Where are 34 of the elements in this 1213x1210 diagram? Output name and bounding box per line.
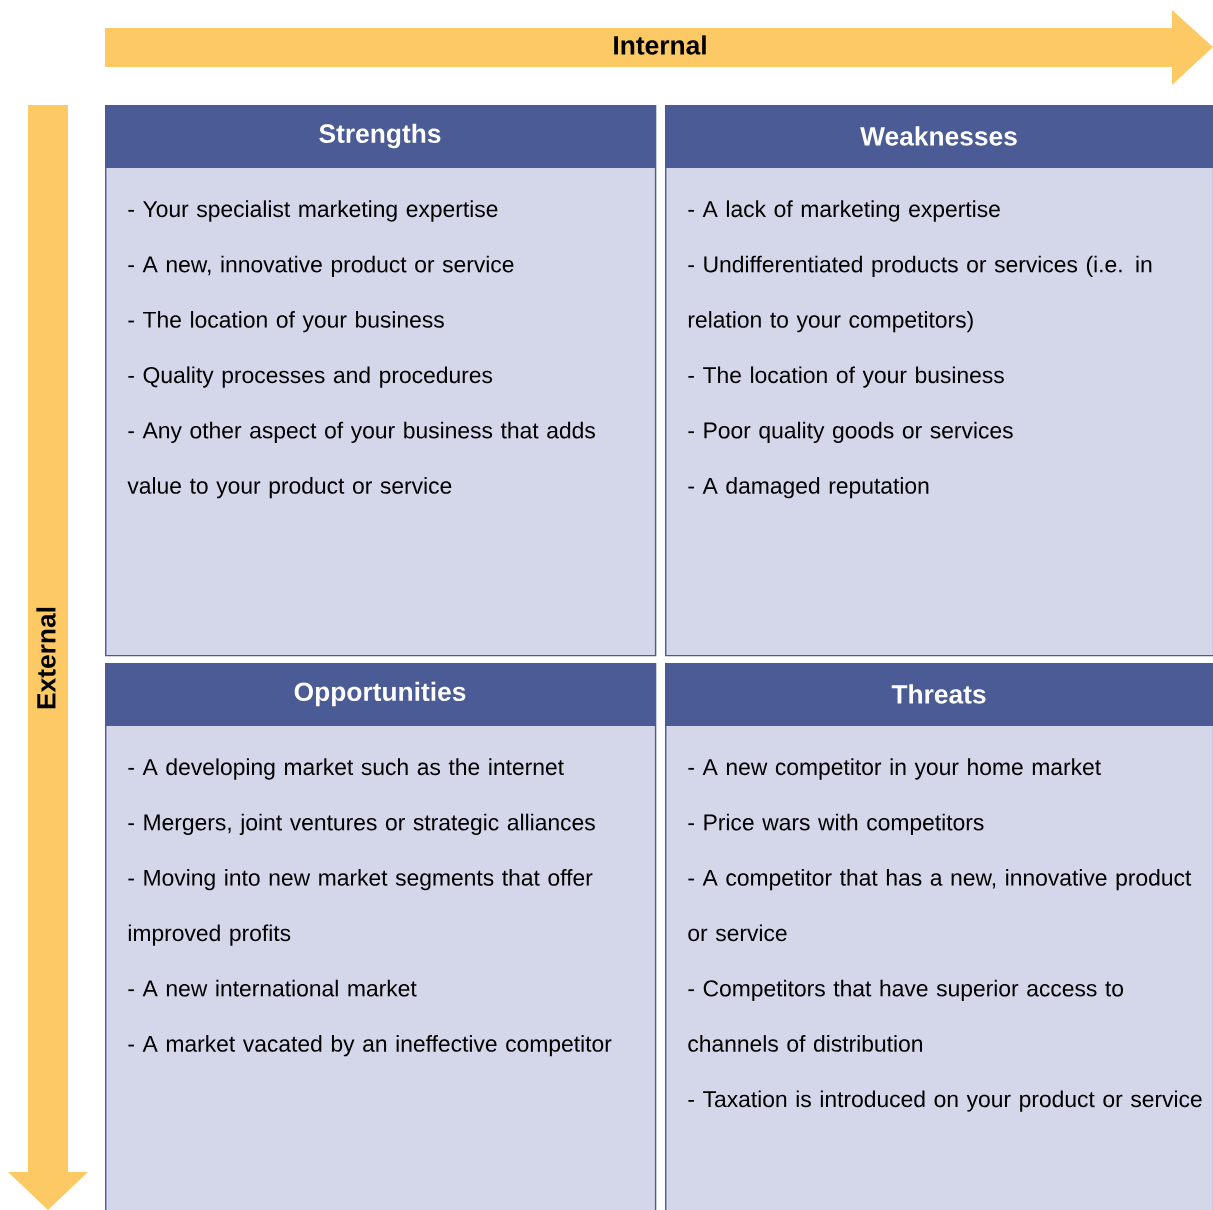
quadrant-heading: Strengths: [105, 105, 655, 168]
node-label: - Competitors that have superior access to channels of distribution: [688, 979, 1124, 1052]
node-label: - Taxation is introduced on your product or service: [688, 1090, 1202, 1112]
node-label: - A damaged reputation: [688, 477, 929, 499]
quadrant-heading: Weaknesses: [665, 105, 1213, 168]
quadrant-heading: Opportunities: [105, 663, 655, 726]
quadrant-box: [665, 105, 1213, 657]
node-label: - A new competitor in your home market: [688, 758, 1101, 780]
node-label: - Poor quality goods or services: [688, 421, 1013, 444]
axis-label: Internal: [614, 35, 706, 55]
node-label: - Price wars with competitors: [688, 813, 984, 835]
node-label: - A developing market such as the internet: [128, 758, 564, 780]
node-label: - The location of your business: [128, 311, 444, 333]
bullet-list: - A developing market such as the internet - Mergers, joint ventures or strategic alliances - Moving into new market segments that offer improved profits - A new international market - A market vacated by an ineffective competitor: [128, 758, 612, 1057]
node-label: - The location of your business: [688, 366, 1004, 388]
node-label: - Mergers, joint ventures or strategic alliances: [128, 813, 595, 835]
bullet-list: - Your specialist marketing expertise - A new, innovative product or service - The location of your business - Quality processes and procedures - Any other aspect of your business that adds value to your product or service: [127, 200, 595, 499]
quadrant-box: [105, 663, 657, 1210]
node-label: - A lack of marketing expertise: [688, 200, 1000, 222]
quadrant-heading: Threats: [665, 663, 1213, 726]
node-label: - Quality processes and procedures: [128, 366, 493, 388]
node-label: - A market vacated by an ineffective competitor: [128, 1035, 612, 1057]
axis-label: External: [36, 607, 56, 709]
node-label: - Any other aspect of your business that adds value to your product or service: [127, 421, 595, 499]
quadrant-box: [665, 663, 1213, 1210]
bullet-list: - A new competitor in your home market - Price wars with competitors - A competitor that has a new, innovative product or service - Competitors that have superior access to channels of distribution - Taxation is introduced on your product or service: [688, 758, 1202, 1112]
node-label: - Undifferentiated products or services (i.e. in relation to your competitors): [688, 255, 1152, 333]
node-label: - Moving into new market segments that offer improved profits: [128, 869, 593, 946]
bullet-list: - A lack of marketing expertise - Undifferentiated products or services (i.e. in relation to your competitors) - The location of your business - Poor quality goods or services - A damaged reputation: [688, 200, 1152, 499]
node-label: - A new international market: [128, 979, 417, 997]
node-label: - A competitor that has a new, innovative product or service: [688, 869, 1192, 942]
quadrant-box: [105, 105, 657, 657]
node-label: - A new, innovative product or service: [128, 255, 514, 277]
node-label: - Your specialist marketing expertise: [128, 200, 498, 222]
